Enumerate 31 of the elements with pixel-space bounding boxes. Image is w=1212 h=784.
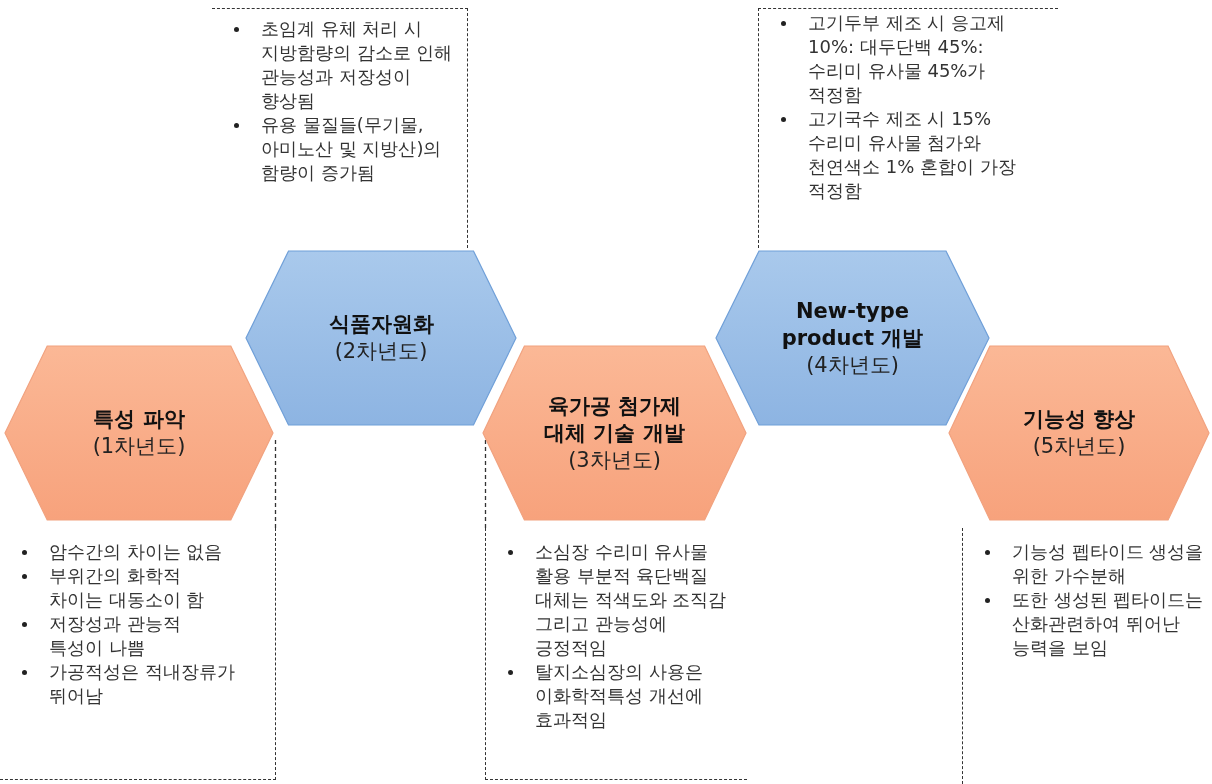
bullet-text: 가공적성은 적내장류가 뛰어남 bbox=[49, 660, 236, 708]
bullet-text: 고기국수 제조 시 15% 수리미 유사물 첨가와 천연색소 1% 혼합이 가장 적정함 bbox=[808, 107, 1017, 203]
text-panel bbox=[758, 8, 1058, 248]
text-panel bbox=[212, 8, 468, 248]
bullet-text: 유용 물질들(무기물, 아미노산 및 지방산)의 함량이 증가됨 bbox=[261, 113, 443, 185]
bullet-text: 부위간의 화학적 차이는 대동소이 함 bbox=[49, 564, 206, 612]
hexagon bbox=[715, 250, 990, 426]
hexagon-title: New-type product 개발 bbox=[780, 297, 925, 352]
bullet-text: 또한 생성된 펩타이드는 산화관련하여 뛰어난 능력을 보임 bbox=[1012, 588, 1205, 660]
text-panel bbox=[485, 528, 747, 780]
year-label: (2차년도) bbox=[334, 338, 428, 365]
bullet-text: 고기두부 제조 시 응고제 10%: 대두단백 45%: 수리미 유사물 45%가 적정함 bbox=[808, 11, 1007, 107]
bullet-text: 암수간의 차이는 없음 bbox=[49, 540, 223, 564]
hexagon-title: 기능성 향상 bbox=[1022, 406, 1136, 433]
bullet-text: 소심장 수리미 유사물 활용 부분적 육단백질 대체는 적색도와 조직감 그리고 관능성에 긍정적임 bbox=[535, 540, 728, 660]
year-label: (4차년도) bbox=[806, 351, 899, 379]
bullet-text: 기능성 펩타이드 생성을 위한 가수분해 bbox=[1012, 540, 1205, 588]
bullet-text: 탈지소심장의 사용은 이화학적특성 개선에 효과적임 bbox=[535, 660, 704, 732]
year-label: (5차년도) bbox=[1032, 433, 1126, 460]
hexagon-title: 식품자원화 bbox=[328, 311, 434, 338]
hexagon bbox=[482, 345, 747, 521]
hexagon-title: 특성 파악 bbox=[93, 406, 185, 433]
hexagon bbox=[245, 250, 517, 426]
hexagon-title: 육가공 첨가제 대체 기술 개발 bbox=[543, 392, 686, 447]
year-label: (3차년도) bbox=[568, 446, 661, 474]
text-panel bbox=[0, 528, 276, 780]
bullet-text: 저장성과 관능적 특성이 나쁨 bbox=[49, 612, 182, 660]
year-label: (1차년도) bbox=[92, 433, 186, 460]
bullet-text: 초임계 유체 처리 시 지방함량의 감소로 인해 관능성과 저장성이 향상됨 bbox=[261, 17, 454, 113]
hexagon bbox=[4, 345, 274, 521]
hexagon bbox=[948, 345, 1210, 521]
